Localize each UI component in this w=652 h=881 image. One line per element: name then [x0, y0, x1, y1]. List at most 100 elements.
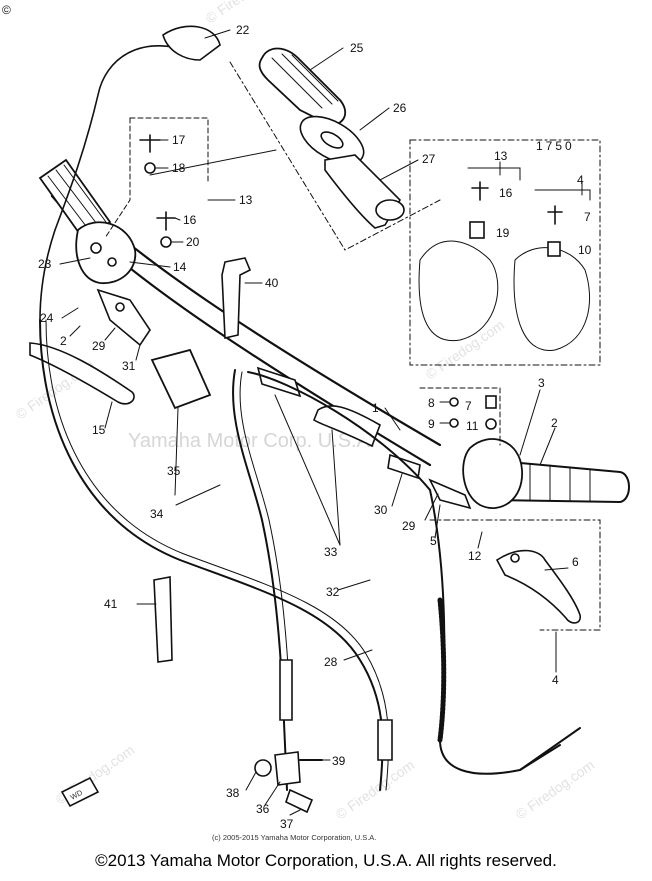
- callout-16: 16: [183, 213, 197, 227]
- corner-copyright-symbol: ©: [2, 3, 11, 17]
- drawing: [29, 25, 630, 816]
- callout-12: 12: [468, 549, 482, 563]
- callout-31: 31: [122, 359, 136, 373]
- clutch-cable-32: [247, 371, 561, 775]
- left-grip-ribs: [47, 164, 107, 235]
- callout-33: 33: [324, 545, 338, 559]
- throttle-housing: [462, 438, 523, 509]
- callout-17: 17: [172, 133, 186, 147]
- cable-34-adjuster: [279, 659, 293, 721]
- inset-bracket-13: [467, 167, 521, 181]
- callout-20: 20: [186, 235, 200, 249]
- throttle-cable-34: [232, 369, 288, 791]
- inset-part-19: [469, 221, 485, 239]
- callout-37: 37: [280, 817, 294, 831]
- callout-14: 14: [173, 260, 187, 274]
- callout-3: 3: [538, 376, 545, 390]
- callout-26: 26: [393, 101, 407, 115]
- washer-18: [144, 162, 156, 174]
- callout-36: 36: [256, 802, 270, 816]
- strap-41: [153, 576, 173, 663]
- inset-callout-7: 7: [584, 210, 591, 224]
- cable-28-a: [39, 319, 384, 791]
- adjuster-30: [387, 453, 421, 480]
- inset-callout-13: 13: [494, 149, 508, 163]
- perch-bolt: [115, 302, 125, 312]
- inset-housing-right: [513, 247, 591, 351]
- parts-diagram: Yamaha Motor Corp. U.S.A. © Firedog.com …: [2, 0, 630, 842]
- strap-40: [221, 257, 252, 339]
- callout-27: 27: [422, 152, 436, 166]
- inset-code: 1750: [536, 139, 575, 153]
- throttle-tube-27-end: [375, 199, 405, 221]
- screw-16: [156, 211, 176, 231]
- left-grip: [38, 158, 112, 242]
- cable-28-adjuster: [377, 719, 393, 761]
- cable-32-boot: [437, 597, 447, 743]
- nut-38: [254, 759, 272, 777]
- cable-32-end: [519, 727, 581, 771]
- grip-25: [258, 47, 347, 126]
- clutch-perch: [96, 288, 151, 347]
- clutch-lever: [29, 342, 135, 405]
- callout-30: 30: [374, 503, 388, 517]
- callout-labels: 22 25 26 27 17 18 13 16 20 23 14 40 24 2…: [38, 23, 592, 842]
- right-grip: [487, 458, 630, 504]
- pin-37: [285, 788, 314, 814]
- callout-4-bottom: 4: [552, 673, 559, 687]
- callout-23: 23: [38, 257, 52, 271]
- inset-callout-10: 10: [578, 243, 592, 257]
- callout-39: 39: [332, 754, 346, 768]
- callout-38: 38: [226, 786, 240, 800]
- washer-26-hole: [320, 131, 344, 149]
- callout-2-left: 2: [60, 334, 67, 348]
- part-7: [485, 395, 497, 409]
- leader-27-bar: [149, 149, 277, 176]
- callout-11: 11: [466, 419, 479, 433]
- washer-26: [299, 115, 365, 165]
- box-13-outline: [129, 117, 209, 183]
- callout-15: 15: [92, 423, 106, 437]
- callout-35: 35: [167, 464, 181, 478]
- inset-box: [409, 139, 601, 366]
- left-switch-knob: [90, 242, 102, 254]
- left-switch-housing: [75, 221, 137, 284]
- brake-lever-pivot: [510, 553, 520, 563]
- leader-lines: [59, 29, 583, 816]
- box-8-11: [419, 387, 501, 446]
- callout-41: 41: [104, 597, 118, 611]
- callout-25: 25: [350, 41, 364, 55]
- lever-cover-35: [150, 348, 212, 410]
- callout-32: 32: [326, 585, 340, 599]
- callout-13: 13: [239, 193, 253, 207]
- cover-33b: [313, 405, 381, 448]
- throttle-cable-34-b: [239, 371, 291, 701]
- callout-29-right: 29: [402, 519, 416, 533]
- inset-screw-16: [471, 181, 489, 201]
- brake-lever: [495, 549, 581, 624]
- part-8: [449, 397, 459, 407]
- grip-25-ribs: [271, 53, 339, 109]
- callout-7-box: 7: [465, 399, 472, 413]
- callout-40: 40: [265, 276, 279, 290]
- footer-copyright: ©2013 Yamaha Motor Corporation, U.S.A. A…: [95, 851, 557, 870]
- washer-20: [160, 236, 172, 248]
- callout-24: 24: [40, 311, 54, 325]
- callout-1: 1: [372, 401, 379, 415]
- callout-5: 5: [430, 534, 437, 548]
- inset-callout-4: 4: [577, 173, 584, 187]
- switch-22: [162, 25, 221, 61]
- callout-2-right: 2: [551, 416, 558, 430]
- part-11: [485, 418, 497, 430]
- cable-28-b: [45, 319, 390, 791]
- callout-9: 9: [428, 417, 435, 431]
- box-4-6: [429, 519, 601, 631]
- inset-housing-left: [418, 240, 499, 342]
- site-watermark-2: © Firedog.com: [423, 317, 508, 383]
- inset-part-10: [547, 241, 561, 257]
- callout-18: 18: [172, 161, 186, 175]
- inset-callout-16: 16: [499, 186, 513, 200]
- inner-copyright: (c) 2005-2015 Yamaha Motor Corporation, …: [212, 833, 376, 842]
- screw-17: [139, 134, 161, 153]
- brake-perch: [428, 478, 472, 510]
